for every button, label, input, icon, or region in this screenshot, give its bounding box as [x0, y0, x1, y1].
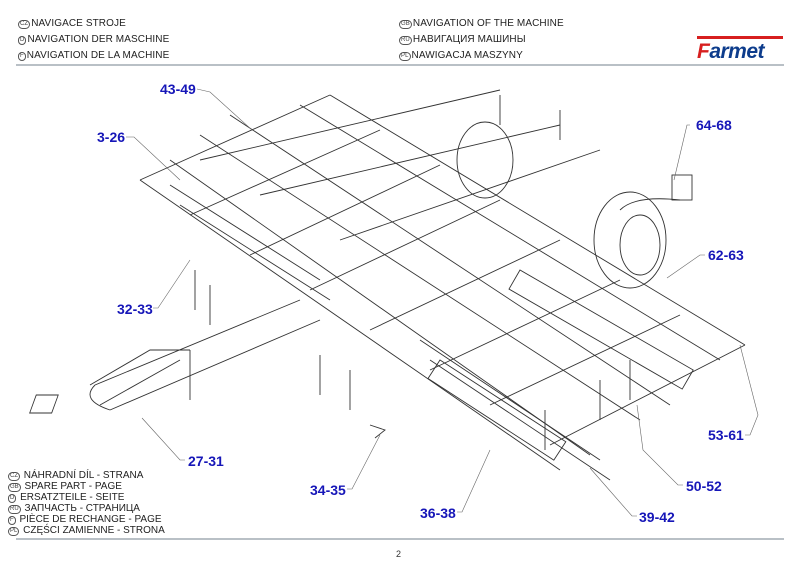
leader-lines — [126, 88, 759, 517]
callout-27-31[interactable]: 27-31 — [188, 453, 224, 469]
legend-pl: PL CZĘŚCI ZAMIENNE - STRONA — [8, 525, 165, 536]
callout-53-61[interactable]: 53-61 — [708, 427, 744, 443]
leader-43-49 — [196, 88, 253, 131]
lang-badge-d: D — [18, 36, 27, 45]
callout-64-68[interactable]: 64-68 — [696, 117, 732, 133]
leader-32-33 — [153, 259, 191, 309]
legend-ru: RU ЗАПЧАСТЬ - СТРАНИЦА — [8, 503, 140, 514]
legend-d: D ERSATZTEILE - SEITE — [8, 492, 125, 503]
leader-36-38 — [457, 449, 491, 513]
callout-3-26[interactable]: 3-26 — [97, 129, 126, 145]
leader-50-52 — [636, 404, 683, 486]
lang-badge-pl: PL — [399, 52, 411, 61]
leader-34-35 — [347, 434, 381, 490]
callout-36-38[interactable]: 36-38 — [420, 505, 456, 521]
farmet-logo: Farmet — [697, 40, 765, 63]
page-number: 2 — [396, 549, 402, 559]
callout-32-33[interactable]: 32-33 — [117, 301, 153, 317]
legend-cz: CZ NÁHRADNÍ DÍL - STRANA — [8, 470, 144, 481]
lang-badge-f: F — [18, 52, 26, 61]
leader-3-26 — [126, 136, 181, 181]
callout-62-63[interactable]: 62-63 — [708, 247, 744, 263]
legend-f: F PIÈCE DE RECHANGE - PAGE — [8, 514, 162, 525]
callout-34-35[interactable]: 34-35 — [310, 482, 346, 498]
callout-43-49[interactable]: 43-49 — [160, 81, 196, 97]
lang-badge-ru: RU — [399, 36, 412, 45]
leader-39-42 — [589, 467, 637, 517]
footer-divider — [16, 538, 784, 540]
callout-39-42[interactable]: 39-42 — [639, 509, 675, 525]
leader-62-63 — [666, 254, 705, 279]
lang-badge-cz: CZ — [18, 20, 31, 29]
legend-gb: GB SPARE PART - PAGE — [8, 481, 122, 492]
leader-27-31 — [141, 417, 185, 461]
leader-64-68 — [673, 124, 690, 181]
machine-frame — [29, 89, 746, 481]
leader-53-61 — [739, 344, 759, 436]
lang-badge-gb: GB — [399, 20, 412, 29]
header-divider — [16, 64, 784, 66]
logo-accent-bar — [697, 36, 783, 39]
callout-50-52[interactable]: 50-52 — [686, 478, 722, 494]
